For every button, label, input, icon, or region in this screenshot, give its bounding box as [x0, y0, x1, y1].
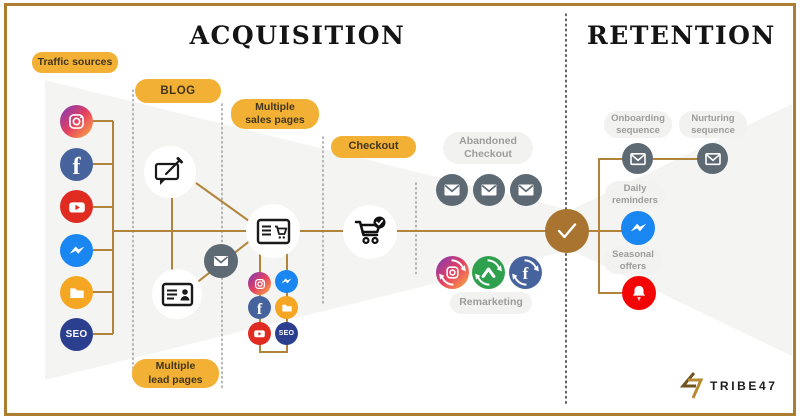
email-icon [204, 244, 238, 278]
traffic-sources-pill: Traffic sources [32, 52, 118, 73]
facebook-small-icon: f [248, 296, 271, 319]
nurturing-sequence-label: Nurturing sequence [679, 111, 747, 138]
onboarding-email-icon [622, 143, 653, 174]
daily-reminders-label: Daily reminders [605, 181, 665, 208]
abandoned-email-icon-2 [473, 174, 505, 206]
instagram-small-icon [248, 272, 271, 295]
retention-title: RETENTION [587, 21, 776, 50]
onboarding-line1: Onboarding [611, 112, 665, 124]
nurturing-email-icon [697, 143, 728, 174]
facebook-icon: f [60, 148, 93, 181]
folder-small-icon [275, 296, 298, 319]
onboarding-sequence-label: Onboarding sequence [604, 111, 672, 138]
sales-pages-pill: Multiple sales pages [231, 99, 319, 129]
traffic-sources-label: Traffic sources [37, 55, 113, 68]
folder-icon [60, 276, 93, 309]
ad-remarketing-icon [472, 256, 505, 289]
remarketing-label: Remarketing [450, 292, 532, 314]
lead-pages-label-line1: Multiple [155, 360, 196, 373]
abandoned-line1: Abandoned [459, 134, 517, 147]
acquisition-title: ACQUISITION [189, 21, 406, 50]
seasonal-offers-bell-icon [622, 276, 656, 310]
sales-pages-label-line1: Multiple [255, 100, 295, 113]
daily-line2: reminders [612, 194, 658, 206]
lead-page-icon [161, 282, 194, 312]
remarketing-text: Remarketing [459, 296, 523, 309]
sales-pages-label-line2: sales pages [245, 114, 305, 126]
checkout-cart-icon [352, 214, 388, 255]
onboarding-line2: sequence [616, 124, 660, 136]
brand-logo: TRIBE47 [680, 371, 778, 400]
checkout-pill: Checkout [331, 136, 416, 158]
checkout-label: Checkout [348, 140, 399, 153]
abandoned-email-icon-1 [436, 174, 468, 206]
daily-line1: Daily [623, 182, 647, 194]
lead-pages-label-line2: lead pages [148, 373, 203, 386]
sales-page-icon [256, 218, 291, 250]
youtube-icon [60, 190, 93, 223]
messenger-icon [60, 234, 93, 267]
logo-47-icon [680, 372, 703, 399]
youtube-small-icon [248, 322, 271, 345]
seasonal-line1: Seasonal [612, 248, 654, 260]
brand-name: TRIBE47 [710, 378, 778, 393]
abandoned-email-icon-3 [510, 174, 542, 206]
nurturing-line1: Nurturing [691, 112, 735, 124]
daily-reminders-messenger-icon [621, 211, 655, 245]
messenger-small-icon [275, 270, 298, 293]
facebook-remarketing-icon: f [509, 256, 542, 289]
instagram-icon [60, 105, 93, 138]
seasonal-offers-label: Seasonal offers [604, 247, 662, 274]
success-check-icon [545, 209, 589, 253]
nurturing-line2: sequence [691, 124, 735, 136]
seasonal-line2: offers [619, 260, 647, 272]
lead-pages-pill: Multiple lead pages [132, 359, 219, 388]
border-frame [4, 3, 796, 416]
blog-post-icon [152, 154, 188, 195]
abandoned-checkout-label: Abandoned Checkout [443, 132, 533, 164]
blog-pill: BLOG [135, 79, 221, 103]
abandoned-line2: Checkout [464, 148, 512, 160]
blog-label: BLOG [160, 84, 196, 97]
seo-small-icon: SEO [275, 322, 298, 345]
instagram-remarketing-icon [436, 256, 469, 289]
seo-icon: SEO [60, 318, 93, 351]
